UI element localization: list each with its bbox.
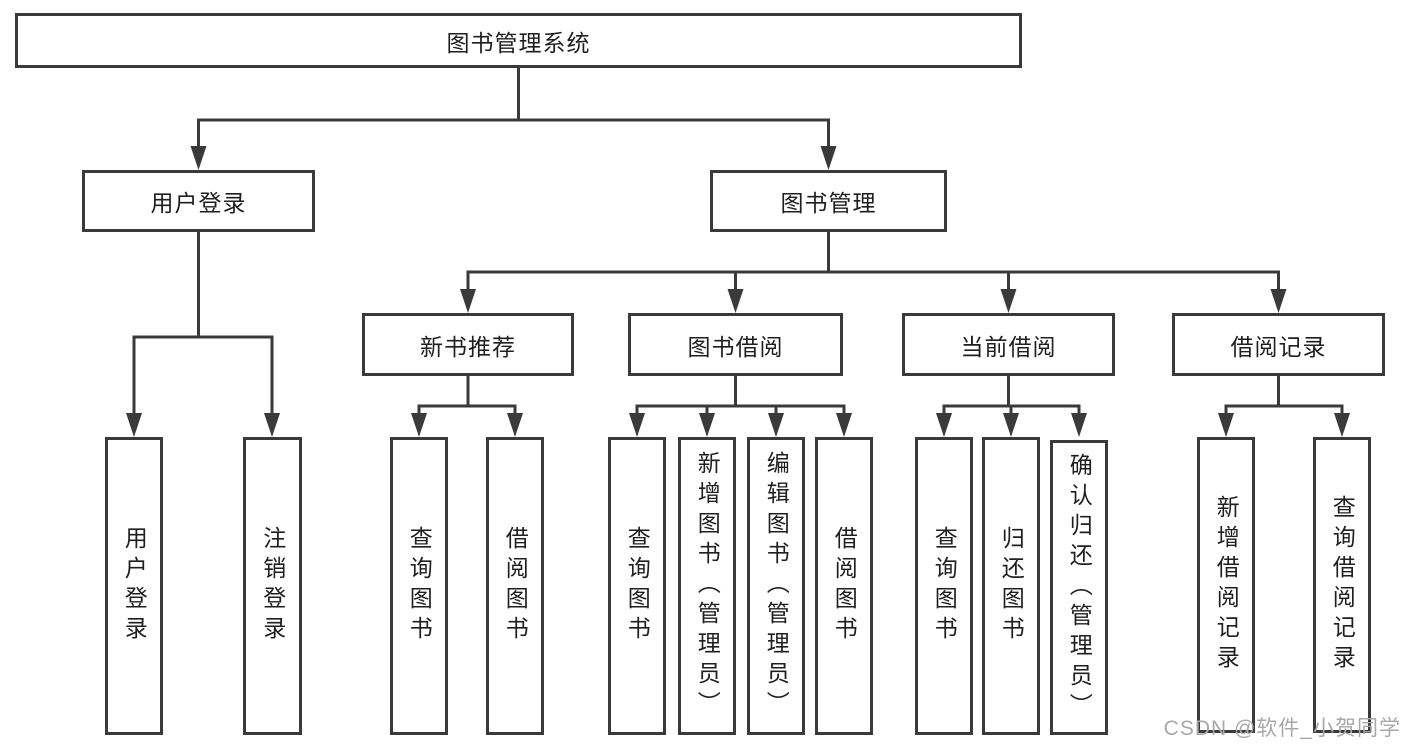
leaf-record-query-record: 查询借阅记录 [1313, 437, 1371, 733]
leaf-current-query-book: 查询图书 [915, 437, 973, 735]
node-label: 用户登录 [150, 190, 247, 216]
leaf-label: 借阅图书 [502, 526, 529, 646]
leaf-current-confirm-return-admin: 确认归还（管理员） [1050, 440, 1108, 735]
node-book-management: 图书管理 [710, 170, 947, 232]
leaf-borrow-add-book-admin: 新增图书（管理员） [678, 437, 736, 735]
leaf-newbook-borrow-book: 借阅图书 [486, 437, 544, 735]
node-current-borrow: 当前借阅 [902, 313, 1115, 376]
leaf-label: 确认归还（管理员） [1066, 452, 1093, 723]
node-book-borrow: 图书借阅 [628, 313, 843, 376]
node-user-login: 用户登录 [82, 170, 315, 232]
node-label: 当前借阅 [960, 333, 1057, 360]
node-label: 图书管理系统 [446, 29, 591, 56]
node-new-book-recommend: 新书推荐 [362, 313, 574, 376]
leaf-label: 新增借阅记录 [1213, 495, 1240, 675]
leaf-borrow-borrow-book: 借阅图书 [815, 437, 873, 735]
leaf-user-login: 用户登录 [105, 437, 163, 735]
node-label: 图书管理 [780, 190, 877, 216]
leaf-label: 借阅图书 [831, 526, 858, 646]
leaf-label: 编辑图书（管理员） [763, 451, 790, 721]
node-label: 图书借阅 [687, 333, 784, 360]
leaf-label: 查询图书 [624, 526, 651, 646]
leaf-label: 注销登录 [259, 526, 286, 646]
leaf-logout: 注销登录 [243, 437, 302, 735]
leaf-newbook-query-book: 查询图书 [390, 437, 448, 735]
leaf-label: 查询图书 [406, 526, 433, 646]
leaf-label: 用户登录 [121, 526, 148, 646]
csdn-watermark: CSDN @软件_小贺同学 [1163, 717, 1401, 740]
leaf-label: 归还图书 [998, 526, 1025, 646]
leaf-borrow-query-book: 查询图书 [608, 437, 666, 735]
node-library-system: 图书管理系统 [15, 13, 1022, 68]
leaf-borrow-edit-book-admin: 编辑图书（管理员） [747, 437, 805, 735]
node-borrow-record: 借阅记录 [1172, 313, 1385, 376]
leaf-record-add-record: 新增借阅记录 [1197, 437, 1255, 733]
leaf-label: 查询图书 [931, 526, 958, 646]
leaf-current-return-book: 归还图书 [982, 437, 1040, 735]
leaf-label: 新增图书（管理员） [694, 451, 721, 721]
leaf-label: 查询借阅记录 [1329, 495, 1356, 675]
node-label: 新书推荐 [420, 333, 516, 360]
node-label: 借阅记录 [1230, 333, 1327, 360]
